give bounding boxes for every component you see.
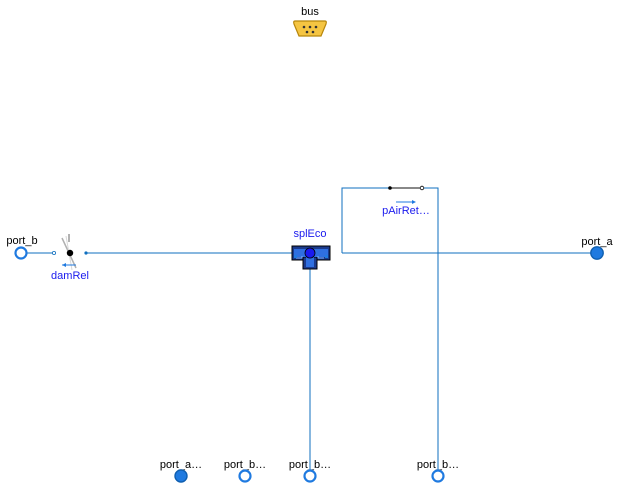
port-b-bottom-2-label: port_b… bbox=[289, 459, 331, 471]
outlet-port-icon bbox=[14, 246, 28, 260]
bus-connector[interactable]: bus bbox=[293, 6, 327, 37]
port-b-bottom-1-label: port_b… bbox=[224, 459, 266, 471]
splitter-component[interactable]: splEco bbox=[291, 228, 331, 270]
pressure-sensor-label: pAirRet… bbox=[382, 205, 430, 217]
port-b-bottom-2[interactable]: port_b… bbox=[289, 459, 331, 483]
port-a-right-label: port_a bbox=[581, 236, 613, 248]
outlet-port-icon bbox=[238, 469, 252, 483]
damper-icon bbox=[52, 234, 88, 271]
port-a-right[interactable]: port_a bbox=[581, 236, 613, 260]
port-a-bottom[interactable]: port_a… bbox=[160, 459, 202, 483]
port-b-bottom-3-label: port_b… bbox=[417, 459, 459, 471]
bus-label: bus bbox=[301, 6, 319, 18]
port-b-left-label: port_b bbox=[6, 235, 37, 247]
inlet-port-icon bbox=[174, 469, 188, 483]
damper-component[interactable]: damRel bbox=[51, 234, 89, 282]
port-b-left[interactable]: port_b bbox=[6, 235, 38, 260]
damper-label: damRel bbox=[51, 270, 89, 282]
port-b-bottom-3[interactable]: port_b… bbox=[417, 459, 459, 483]
outlet-port-icon bbox=[431, 469, 445, 483]
bus-connector-icon bbox=[293, 20, 327, 37]
pressure-sensor-icon bbox=[388, 185, 425, 204]
inlet-port-icon bbox=[590, 246, 604, 260]
connection-wires bbox=[21, 187, 597, 476]
outlet-port-icon bbox=[303, 469, 317, 483]
wire-sensor-to-port-b-bottom bbox=[422, 187, 439, 476]
port-b-bottom-1[interactable]: port_b… bbox=[224, 459, 266, 483]
splitter-label: splEco bbox=[293, 228, 326, 240]
wire-splitter-to-sensor bbox=[341, 187, 390, 253]
port-a-bottom-label: port_a… bbox=[160, 459, 202, 471]
splitter-icon bbox=[291, 245, 331, 270]
pressure-sensor-component[interactable]: pAirRet… bbox=[382, 185, 430, 217]
